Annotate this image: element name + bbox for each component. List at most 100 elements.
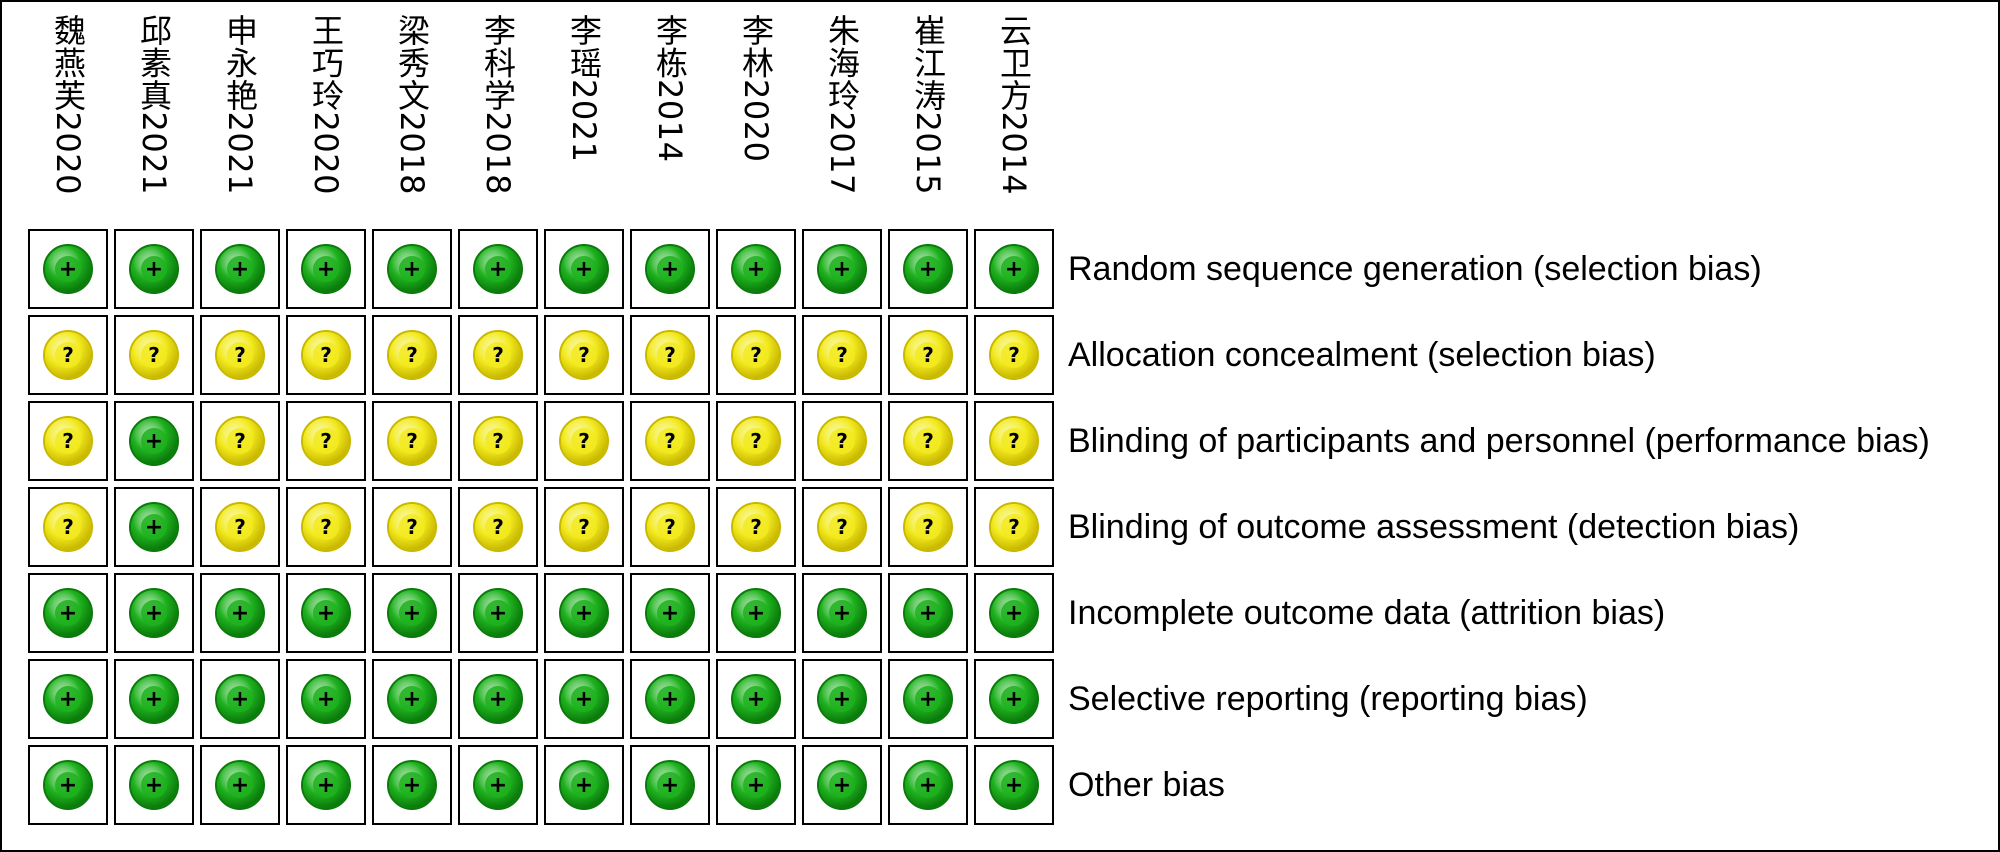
unclear-risk-icon: ? (473, 416, 523, 466)
low-risk-icon: + (301, 674, 351, 724)
judgement-cell: ? (286, 487, 366, 567)
low-risk-icon: + (731, 760, 781, 810)
study-label: 申永艳2021 (221, 14, 259, 195)
judgement-symbol: ? (406, 429, 418, 453)
judgement-symbol: + (575, 687, 593, 712)
study-label: 李瑶2021 (565, 14, 603, 163)
unclear-risk-icon: ? (43, 416, 93, 466)
judgement-symbol: ? (750, 429, 762, 453)
judgement-cell: ? (974, 487, 1054, 567)
low-risk-icon: + (473, 760, 523, 810)
low-risk-icon: + (817, 760, 867, 810)
judgement-cell: ? (716, 315, 796, 395)
study-header: 李林2020 (713, 14, 799, 219)
judgement-symbol: ? (578, 515, 590, 539)
unclear-risk-icon: ? (559, 502, 609, 552)
judgement-cell: ? (544, 487, 624, 567)
low-risk-icon: + (387, 760, 437, 810)
judgement-symbol: ? (922, 429, 934, 453)
unclear-risk-icon: ? (817, 330, 867, 380)
unclear-risk-icon: ? (903, 502, 953, 552)
judgement-cell: + (974, 229, 1054, 309)
unclear-risk-icon: ? (215, 416, 265, 466)
judgement-symbol: + (317, 601, 335, 626)
judgement-symbol: + (231, 257, 249, 282)
judgement-cell: + (544, 745, 624, 825)
low-risk-icon: + (387, 244, 437, 294)
judgement-cell: ? (716, 401, 796, 481)
judgement-symbol: + (317, 687, 335, 712)
judgement-cell: + (544, 659, 624, 739)
judgement-symbol: ? (1008, 343, 1020, 367)
judgement-symbol: ? (406, 343, 418, 367)
judgement-symbol: + (1005, 257, 1023, 282)
study-label: 李栋2014 (651, 14, 689, 163)
judgement-symbol: + (919, 601, 937, 626)
judgement-cell: + (544, 573, 624, 653)
unclear-risk-icon: ? (731, 416, 781, 466)
low-risk-icon: + (817, 244, 867, 294)
study-header: 申永艳2021 (197, 14, 283, 219)
judgement-symbol: + (661, 257, 679, 282)
unclear-risk-icon: ? (473, 502, 523, 552)
judgement-cell: ? (630, 315, 710, 395)
study-label: 朱海玲2017 (823, 14, 861, 195)
judgement-symbol: + (317, 773, 335, 798)
domain-label: Blinding of participants and personnel (… (1068, 422, 1930, 460)
judgement-cell: + (200, 659, 280, 739)
unclear-risk-icon: ? (387, 416, 437, 466)
judgement-symbol: ? (922, 343, 934, 367)
study-header: 崔江涛2015 (885, 14, 971, 219)
judgement-cell: ? (888, 401, 968, 481)
judgement-symbol: ? (836, 429, 848, 453)
judgement-symbol: + (747, 601, 765, 626)
unclear-risk-icon: ? (301, 330, 351, 380)
judgement-symbol: ? (1008, 515, 1020, 539)
unclear-risk-icon: ? (903, 330, 953, 380)
low-risk-icon: + (817, 674, 867, 724)
unclear-risk-icon: ? (817, 416, 867, 466)
judgement-cell: + (888, 573, 968, 653)
study-header: 云卫方2014 (971, 14, 1057, 219)
unclear-risk-icon: ? (301, 416, 351, 466)
unclear-risk-icon: ? (559, 416, 609, 466)
judgement-symbol: + (919, 257, 937, 282)
judgement-cell: + (630, 229, 710, 309)
judgement-symbol: ? (750, 343, 762, 367)
judgement-symbol: + (833, 773, 851, 798)
judgement-symbol: ? (750, 515, 762, 539)
unclear-risk-icon: ? (301, 502, 351, 552)
judgement-symbol: + (489, 773, 507, 798)
judgement-cell: + (630, 573, 710, 653)
judgement-symbol: ? (664, 515, 676, 539)
judgement-cell: + (802, 659, 882, 739)
judgement-cell: + (28, 573, 108, 653)
low-risk-icon: + (43, 588, 93, 638)
low-risk-icon: + (43, 674, 93, 724)
judgement-symbol: + (747, 257, 765, 282)
judgement-cell: ? (200, 401, 280, 481)
judgement-cell: + (28, 229, 108, 309)
judgement-symbol: + (661, 773, 679, 798)
judgement-cell: + (28, 745, 108, 825)
low-risk-icon: + (731, 588, 781, 638)
judgement-cell: ? (28, 401, 108, 481)
study-label: 魏燕芙2020 (49, 14, 87, 195)
judgement-symbol: + (575, 257, 593, 282)
judgement-cell: + (716, 659, 796, 739)
low-risk-icon: + (903, 244, 953, 294)
low-risk-icon: + (645, 588, 695, 638)
judgement-cell: + (974, 745, 1054, 825)
low-risk-icon: + (129, 674, 179, 724)
judgement-symbol: + (403, 773, 421, 798)
judgement-symbol: + (231, 773, 249, 798)
judgement-cell: + (630, 745, 710, 825)
low-risk-icon: + (731, 674, 781, 724)
unclear-risk-icon: ? (387, 330, 437, 380)
low-risk-icon: + (989, 760, 1039, 810)
judgement-symbol: + (403, 687, 421, 712)
judgement-symbol: + (145, 257, 163, 282)
low-risk-icon: + (43, 760, 93, 810)
judgement-symbol: ? (234, 515, 246, 539)
low-risk-icon: + (817, 588, 867, 638)
